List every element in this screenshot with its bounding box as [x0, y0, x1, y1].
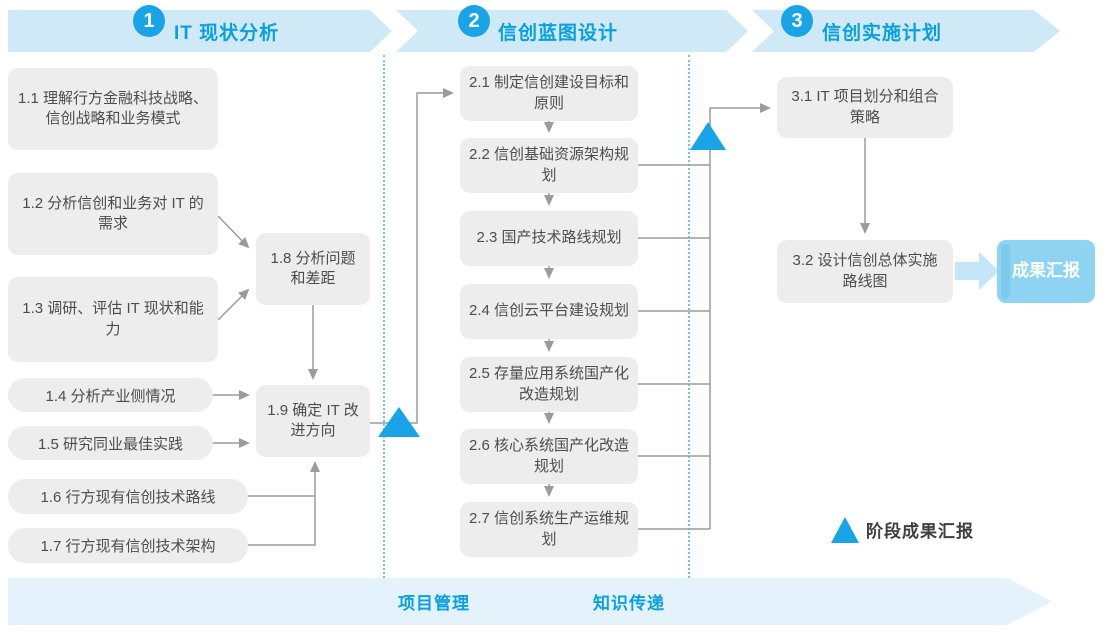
task-box-1-4: 1.4 分析产业侧情况	[8, 378, 213, 412]
task-box-1-9: 1.9 确定 IT 改进方向	[256, 385, 370, 457]
bottom-label-knowledge-transfer: 知识传递	[593, 594, 665, 613]
phase1-number-badge: 1	[133, 5, 165, 37]
phase3-title: 信创实施计划	[822, 22, 943, 44]
bottom-process-band	[8, 578, 1052, 625]
task-box-2-5: 2.5 存量应用系统国产化改造规划	[460, 357, 638, 412]
task-box-1-8: 1.8 分析问题和差距	[256, 233, 370, 305]
legend-label: 阶段成果汇报	[866, 522, 974, 541]
task-box-2-6: 2.6 核心系统国产化改造规划	[460, 429, 638, 484]
task-box-1-2: 1.2 分析信创和业务对 IT 的需求	[8, 173, 218, 255]
connector-bus-to-3-1	[709, 103, 771, 529]
task-box-2-2: 2.2 信创基础资源架构规划	[460, 138, 638, 193]
task-box-3-2: 3.2 设计信创总体实施路线图	[777, 240, 953, 303]
phase2-phase3-divider	[688, 55, 690, 578]
task-box-1-6: 1.6 行方现有信创技术路线	[8, 479, 248, 514]
task-box-1-1: 1.1 理解行方金融科技战略、信创战略和业务模式	[8, 68, 218, 150]
connector-1-3-to-1-8	[217, 288, 250, 321]
phase2-title: 信创蓝图设计	[498, 22, 619, 44]
connector-1-2-to-1-8	[217, 215, 250, 249]
bottom-label-project-management: 项目管理	[398, 594, 470, 613]
task-box-1-3: 1.3 调研、评估 IT 现状和能力	[8, 277, 218, 362]
task-box-2-3: 2.3 国产技术路线规划	[460, 211, 638, 266]
phase2-header-band	[396, 10, 748, 52]
task-box-2-7: 2.7 信创系统生产运维规划	[460, 502, 638, 557]
task-box-2-1: 2.1 制定信创建设目标和原则	[460, 66, 638, 121]
connector-1-7-to-1-9	[248, 461, 320, 546]
result-report-box: 成果汇报	[997, 240, 1095, 303]
task-box-1-7: 1.7 行方现有信创技术架构	[8, 528, 248, 563]
task-box-3-1: 3.1 IT 项目划分和组合策略	[777, 77, 953, 138]
task-box-1-5: 1.5 研究同业最佳实践	[8, 426, 213, 460]
result-arrow	[955, 252, 999, 290]
phase3-number-badge: 3	[781, 5, 813, 37]
legend-triangle-icon	[831, 517, 859, 543]
phase1-header-band	[8, 10, 392, 52]
phase2-number-badge: 2	[458, 5, 490, 37]
milestone-triangle-phase2	[690, 122, 726, 150]
phase1-phase2-divider	[383, 55, 385, 578]
phase1-title: IT 现状分析	[174, 22, 280, 44]
task-box-2-4: 2.4 信创云平台建设规划	[460, 284, 638, 339]
